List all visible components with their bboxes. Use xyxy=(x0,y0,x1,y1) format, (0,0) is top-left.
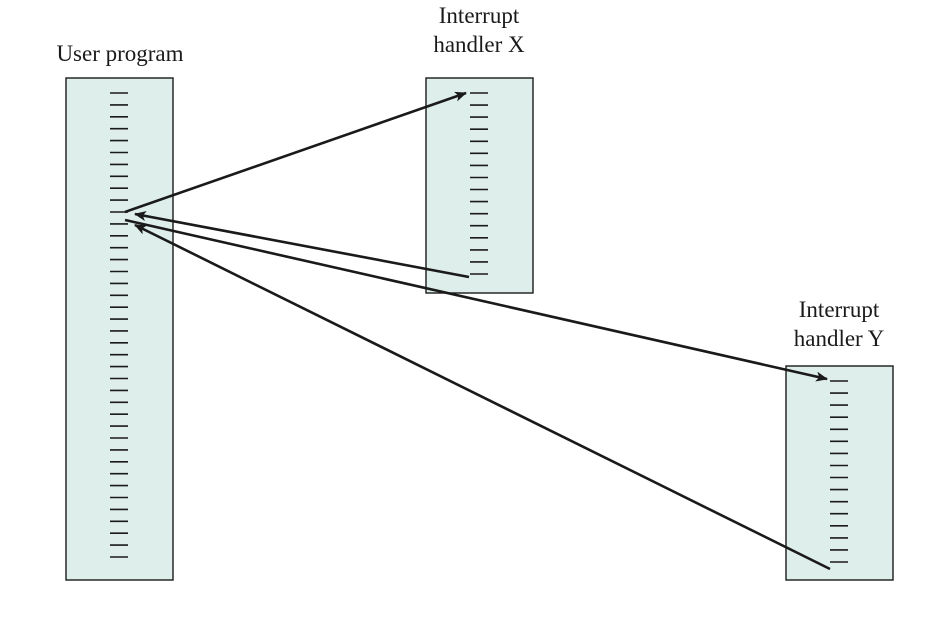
handler-x-label-line2: handler X xyxy=(433,32,525,57)
handler-y-label-line2: handler Y xyxy=(794,326,885,351)
arrow-to-handler-x xyxy=(124,91,467,214)
user-program-box xyxy=(65,77,174,581)
handler-x-box xyxy=(425,77,534,294)
handler-y-box xyxy=(785,365,894,581)
handler-y-label-line1: Interrupt xyxy=(799,297,880,322)
handler-x-label-line1: Interrupt xyxy=(439,3,520,28)
user-program-instructions xyxy=(110,92,128,558)
handler-y-instructions xyxy=(830,380,848,563)
handler-x-instructions xyxy=(470,92,488,275)
arrow-return-from-handler-y xyxy=(134,223,831,571)
arrow-to-handler-y xyxy=(124,218,828,382)
arrow-return-from-handler-x xyxy=(134,211,470,279)
user-program-label: User program xyxy=(56,41,183,66)
